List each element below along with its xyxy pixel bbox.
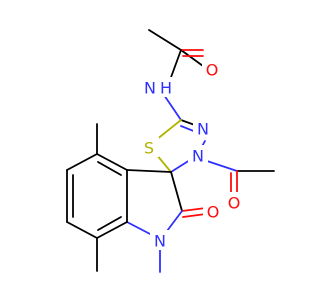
ring-n-upper-label: N (197, 120, 209, 139)
bond-acetyl-methyl (148, 29, 182, 51)
bond-benzene-6 (96, 153, 128, 171)
indole-n-label: N (154, 232, 166, 251)
bond-oxindole-co-1 (181, 207, 207, 212)
bond-benzene-5 (66, 153, 98, 171)
bond-oxindole-co-2 (182, 213, 207, 218)
oxindole-o-label: O (207, 203, 220, 222)
label-bg-acetyl-o (224, 192, 244, 212)
amide-n-label: N (144, 79, 156, 98)
bond-benzene-2-inner (97, 216, 122, 231)
label-bg-ring-n-lower (188, 145, 208, 165)
bond-spiro-carbonyl (170, 171, 183, 212)
bond-carbonyl-nh (169, 49, 182, 81)
bond-ring-n-acetyl (203, 159, 238, 172)
bond-s-ring-c (155, 119, 182, 141)
bond-carbonyl-indole-n (166, 210, 183, 232)
molecule-structure: N H O N N S O O N (66, 29, 275, 273)
label-bg-amide-o (202, 59, 222, 79)
bond-benzene-2 (96, 221, 128, 239)
bond-indole-n-ring (126, 221, 153, 236)
bond-nh-ring-c (163, 94, 182, 121)
amide-o-label: O (206, 61, 219, 80)
label-bg-ring-s (139, 137, 159, 157)
label-bg-oxindole-o (203, 201, 223, 221)
ring-n-lower-label: N (192, 147, 204, 166)
label-bg-nh (140, 77, 174, 97)
bond-layer (66, 29, 275, 273)
ring-s-label: S (144, 139, 154, 158)
label-bg-ring-n-upper (193, 118, 213, 138)
bond-n-lower-spiro (170, 159, 191, 173)
bond-spiro-aromatic (126, 169, 172, 173)
bond-benzene-3 (66, 221, 98, 239)
acetyl-o-label: O (228, 194, 241, 213)
bond-acetyl-carbonyl (180, 49, 204, 67)
amide-h-label: H (160, 79, 172, 98)
atom-label-layer: N H O N N S O O N (139, 59, 244, 251)
bond-benzene-6-inner (97, 161, 122, 176)
label-bg-indole-n (150, 230, 170, 250)
